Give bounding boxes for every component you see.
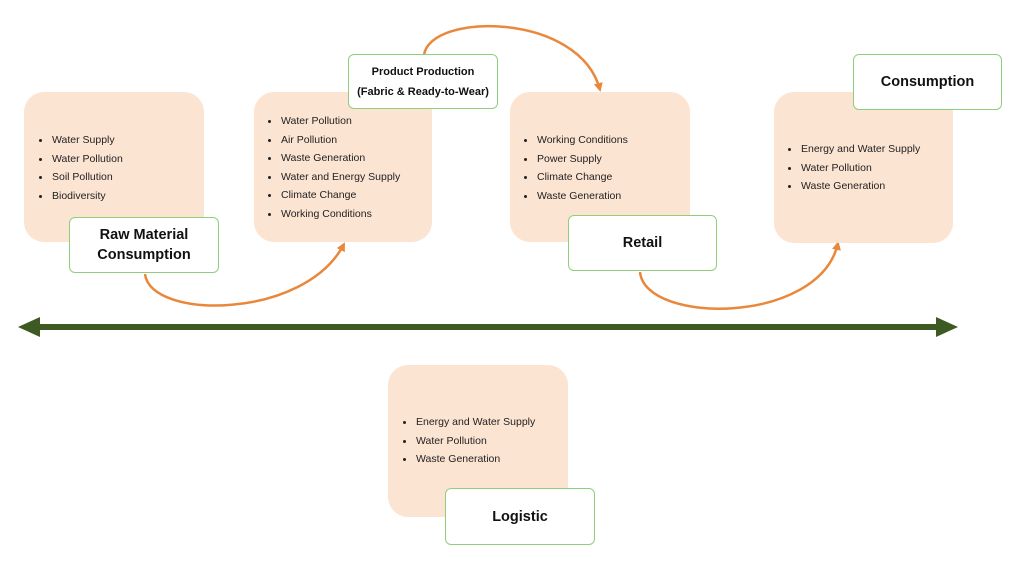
- logistic-item: Waste Generation: [401, 450, 568, 469]
- logistic-item: Water Pollution: [401, 432, 568, 451]
- arrow-raw-to-production: [143, 242, 346, 307]
- raw-material-item: Biodiversity: [37, 187, 204, 206]
- retail-item: Power Supply: [522, 150, 690, 169]
- retail-label: Retail: [568, 215, 717, 271]
- production-label: Product Production (Fabric & Ready-to-We…: [348, 54, 498, 109]
- consumption-item: Waste Generation: [786, 177, 953, 196]
- consumption-box: Energy and Water Supply Water Pollution …: [774, 92, 953, 243]
- production-list: Water Pollution Air Pollution Waste Gene…: [266, 112, 432, 223]
- production-title-line1: Product Production: [371, 65, 475, 78]
- raw-material-item: Water Pollution: [37, 150, 204, 169]
- raw-material-item: Water Supply: [37, 131, 204, 150]
- raw-material-title-line2: Consumption: [97, 247, 191, 263]
- raw-material-label: Raw Material Consumption: [69, 217, 219, 273]
- consumption-item: Energy and Water Supply: [786, 140, 953, 159]
- retail-item: Climate Change: [522, 168, 690, 187]
- retail-list: Working Conditions Power Supply Climate …: [522, 131, 690, 205]
- logistic-list: Energy and Water Supply Water Pollution …: [401, 413, 568, 469]
- production-item: Water Pollution: [266, 112, 432, 131]
- retail-item: Waste Generation: [522, 187, 690, 206]
- retail-title: Retail: [622, 235, 663, 251]
- production-item: Climate Change: [266, 186, 432, 205]
- timeline-left-arrowhead: [18, 317, 40, 337]
- arrow-production-to-retail: [422, 24, 603, 92]
- production-item: Waste Generation: [266, 149, 432, 168]
- consumption-title: Consumption: [880, 74, 975, 90]
- consumption-list: Energy and Water Supply Water Pollution …: [786, 140, 953, 196]
- logistic-item: Energy and Water Supply: [401, 413, 568, 432]
- consumption-label: Consumption: [853, 54, 1002, 110]
- retail-item: Working Conditions: [522, 131, 690, 150]
- logistic-title: Logistic: [492, 508, 548, 525]
- timeline-right-arrowhead: [936, 317, 958, 337]
- production-title-line2: (Fabric & Ready-to-Wear): [357, 85, 489, 98]
- production-box: Water Pollution Air Pollution Waste Gene…: [254, 92, 432, 242]
- production-item: Working Conditions: [266, 205, 432, 224]
- production-item: Air Pollution: [266, 131, 432, 150]
- raw-material-item: Soil Pollution: [37, 168, 204, 187]
- raw-material-title-line1: Raw Material: [99, 227, 189, 243]
- raw-material-list: Water Supply Water Pollution Soil Pollut…: [37, 131, 204, 205]
- consumption-item: Water Pollution: [786, 159, 953, 178]
- arrow-retail-to-consumption: [638, 241, 841, 310]
- production-item: Water and Energy Supply: [266, 168, 432, 187]
- logistic-label: Logistic: [445, 488, 595, 545]
